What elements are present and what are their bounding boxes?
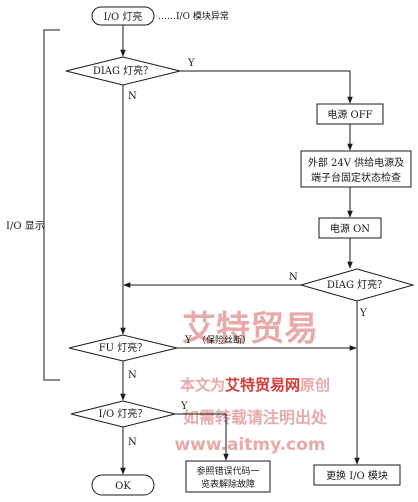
arrow-io-yes (175, 413, 229, 461)
ok-label: OK (115, 481, 131, 492)
watermark-line1: 本文为艾特贸易网原创 (180, 376, 330, 394)
replace-module-label: 更换 I/O 模块 (326, 469, 388, 482)
diag1-yes-label: Y (187, 58, 195, 69)
diag2-yes-label: Y (359, 308, 367, 319)
watermark-url: www.aitmy.com (174, 435, 325, 455)
ok-node (91, 474, 155, 496)
replace-module-box (313, 464, 401, 486)
watermark-line2: 如需转载请注明出处 (183, 408, 328, 427)
fu-yes-label: Y (184, 335, 192, 346)
start-note: ……I/O 模块异常 (158, 10, 229, 22)
arrow-diag1-yes (180, 70, 353, 104)
fu-label: FU 灯亮？ (99, 341, 148, 354)
power-on-label: 电源 ON (330, 222, 370, 235)
io-display-bracket (43, 29, 60, 381)
diag1-no-label: N (128, 91, 137, 102)
check-supply-box (300, 150, 412, 188)
watermark-brand: 艾特贸易 (182, 309, 318, 349)
error-code-line1: 参照错误代码一 (196, 465, 259, 477)
watermark: 艾特贸易 本文为艾特贸易网原创 如需转载请注明出处 www.aitmy.com (174, 309, 330, 455)
io-label: I/O 灯亮？ (99, 407, 148, 420)
error-code-line2: 览表解除故障 (201, 478, 255, 490)
diag2-no-label: N (289, 272, 298, 283)
fu-note: （保险丝断） (197, 334, 251, 346)
power-off-label: 电源 OFF (327, 108, 372, 121)
check-supply-line1: 外部 24V 供给电源及 (308, 156, 404, 169)
start-node-label: I/O 灯亮 (104, 10, 143, 23)
io-display-label: I/O 显示 (6, 220, 45, 232)
check-supply-line2: 端子台固定状态检查 (311, 171, 401, 184)
io-no-label: N (128, 437, 137, 448)
io-yes-label: Y (180, 401, 188, 412)
fu-no-label: N (128, 370, 137, 381)
diag1-label: DIAG 灯亮？ (93, 64, 153, 77)
error-code-box (185, 460, 271, 493)
diag2-label: DIAG 灯亮？ (327, 278, 387, 291)
